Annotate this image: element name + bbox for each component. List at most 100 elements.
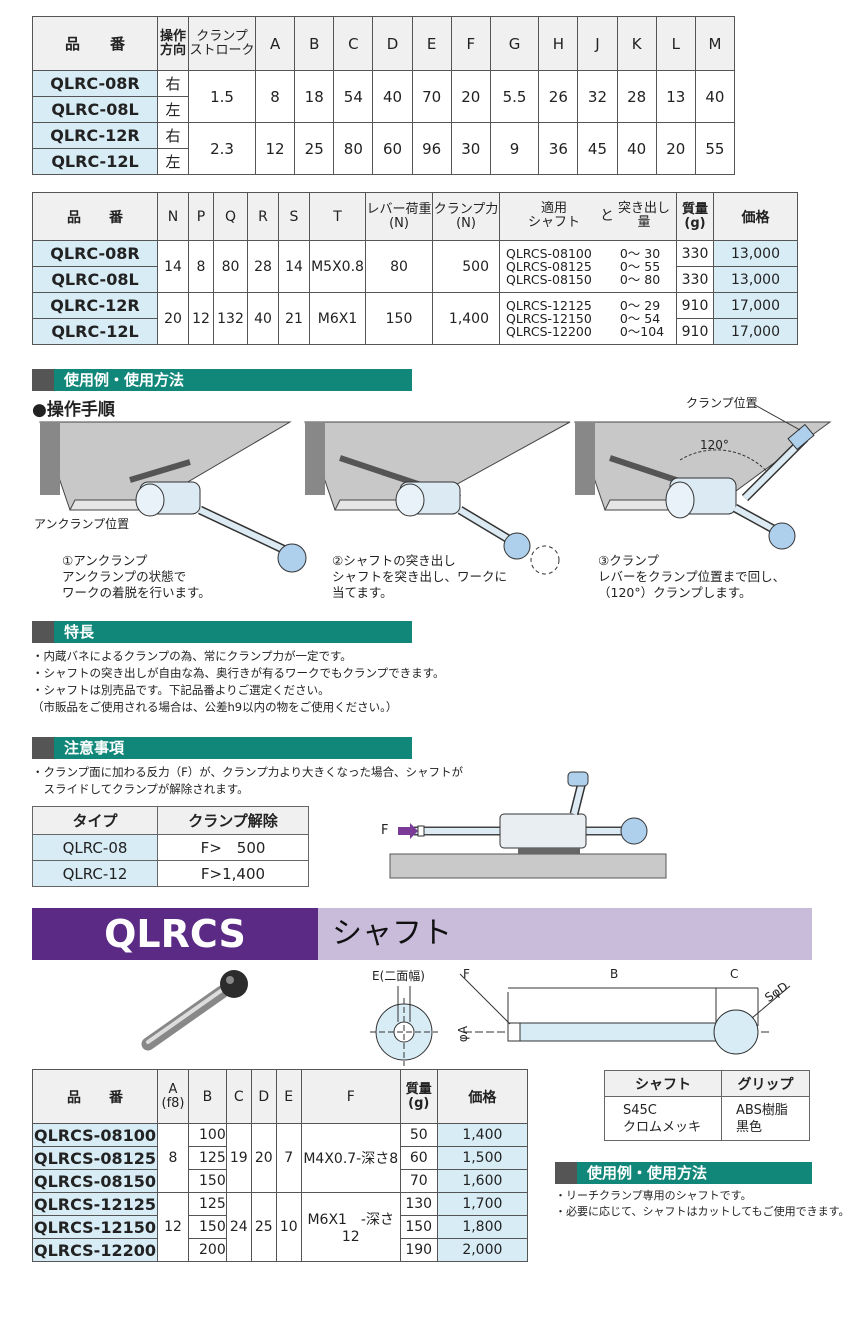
dim-k: 28 xyxy=(616,70,657,123)
col-header: J xyxy=(577,16,618,71)
col-header: B xyxy=(294,16,335,71)
col-header: C xyxy=(333,16,374,71)
dim-a: 12 xyxy=(157,1192,189,1262)
step-body: アンクランプの状態で ワークの着脱を行います。 xyxy=(62,569,211,600)
col-header: 質量 (g) xyxy=(676,192,714,241)
mass: 330 xyxy=(676,266,714,293)
usage2-line: ・必要に応じて、シャフトはカットしてもご使用できます。 xyxy=(555,1205,850,1218)
price: 1,400 xyxy=(436,1123,529,1147)
part-number: QLRC-12R xyxy=(32,122,158,149)
col-header-shaft: 適用 シャフト と 突き出し 量 xyxy=(499,192,677,241)
part-number: QLRC-08R xyxy=(32,240,158,267)
e-dim-label: E(二面幅) xyxy=(372,969,425,983)
col-header: タイプ xyxy=(32,806,158,835)
mass: 150 xyxy=(399,1215,438,1239)
dim-j: 45 xyxy=(577,122,618,175)
feature-line: ・シャフトの突き出しが自由な為、奥行きが有るワークでもクランプできます。 xyxy=(32,666,445,680)
dim-e: 7 xyxy=(275,1123,302,1193)
angle-label: 120° xyxy=(700,438,729,452)
dim-b: 100 xyxy=(188,1123,227,1147)
col-header: 品 番 xyxy=(32,1069,158,1124)
dim-e: 96 xyxy=(411,122,452,175)
stroke: 2.3 xyxy=(188,122,256,175)
type-cell: QLRC-08 xyxy=(32,834,158,861)
col-header: F xyxy=(300,1069,401,1124)
part-number: QLRCS-12125 xyxy=(32,1192,158,1216)
shaft-table: 品 番 A (f8) B C D E F 質量 (g) 価格 QLRCS-081… xyxy=(32,1069,529,1262)
price: 17,000 xyxy=(713,292,798,319)
dim-f: 30 xyxy=(450,122,491,175)
dim-h: 36 xyxy=(538,122,579,175)
dim-q: 132 xyxy=(213,292,248,345)
caution-illustration xyxy=(389,771,667,879)
direction: 左 xyxy=(157,148,189,175)
clamp-position-label: クランプ位置 xyxy=(686,396,758,410)
product-name-banner: シャフト xyxy=(318,908,812,960)
dimension-table-1: 品 番 操作 方向 クランプ ストローク A B C D E F G H J K… xyxy=(32,16,736,175)
direction: 右 xyxy=(157,122,189,149)
feature-line: ・内蔵バネによるクランプの為、常にクランプ力が一定です。 xyxy=(32,649,352,663)
dim-f: 20 xyxy=(450,70,491,123)
price: 13,000 xyxy=(713,240,798,267)
dim-c: 24 xyxy=(225,1192,252,1262)
mass: 60 xyxy=(399,1146,438,1170)
product-code-banner: QLRCS xyxy=(32,908,318,960)
release-cell: F> 500 xyxy=(157,834,309,861)
caution-line: スライドしてクランプが解除されます。 xyxy=(32,782,249,796)
col-header: H xyxy=(538,16,579,71)
dim-l: 13 xyxy=(655,70,696,123)
price: 1,500 xyxy=(436,1146,529,1170)
mass: 190 xyxy=(399,1238,438,1262)
step-title: ③クランプ xyxy=(598,553,659,568)
dim-t: M5X0.8 xyxy=(309,240,366,293)
dim-e: 10 xyxy=(275,1192,302,1262)
col-header: 品 番 xyxy=(32,16,158,71)
col-header: 操作 方向 xyxy=(157,16,189,71)
col-header: B xyxy=(188,1069,227,1124)
step-title: ①アンクランプ xyxy=(62,553,148,568)
dim-t: M6X1 xyxy=(309,292,366,345)
release-cell: F>1,400 xyxy=(157,860,309,887)
spec-table-2: 品 番 N P Q R S T レバー荷重 (N) クランプ力 (N) 適用 シ… xyxy=(32,192,798,345)
dim-a: 12 xyxy=(254,122,296,175)
col-header: D xyxy=(372,16,413,71)
part-number: QLRCS-12200 xyxy=(32,1238,158,1262)
dim-d: 60 xyxy=(372,122,413,175)
dim-n: 14 xyxy=(157,240,189,293)
price: 1,700 xyxy=(436,1192,529,1216)
col-header: T xyxy=(309,192,366,241)
dim-r: 40 xyxy=(247,292,279,345)
dim-f: M6X1 -深さ12 xyxy=(300,1192,401,1262)
price: 1,800 xyxy=(436,1215,529,1239)
col-header: Q xyxy=(213,192,248,241)
a-dim-label: φA xyxy=(456,1025,471,1043)
grip-material: ABS樹脂 黒色 xyxy=(721,1096,810,1141)
step2-illustration xyxy=(304,421,571,575)
step-body: シャフトを突き出し、ワークに 当てます。 xyxy=(332,569,508,600)
part-number: QLRC-08R xyxy=(32,70,158,97)
dim-l: 20 xyxy=(655,122,696,175)
mass: 50 xyxy=(399,1123,438,1147)
usage2-heading: 使用例・使用方法 xyxy=(555,1162,812,1184)
stroke: 1.5 xyxy=(188,70,256,123)
caution-heading: 注意事項 xyxy=(32,737,412,759)
mass: 910 xyxy=(676,292,714,319)
dim-m: 55 xyxy=(694,122,736,175)
col-header: レバー荷重 (N) xyxy=(365,192,433,241)
shaft-drawing xyxy=(370,973,791,1066)
dim-j: 32 xyxy=(577,70,618,123)
dim-m: 40 xyxy=(694,70,736,123)
f-dim-label: F xyxy=(463,967,470,981)
direction: 右 xyxy=(157,70,189,97)
dim-b: 125 xyxy=(188,1146,227,1170)
part-number: QLRCS-08125 xyxy=(32,1146,158,1170)
col-header: P xyxy=(188,192,214,241)
dim-b: 18 xyxy=(294,70,335,123)
usage2-text: ・リーチクランプ専用のシャフトです。 ・必要に応じて、シャフトはカットしてもご使… xyxy=(555,1188,849,1220)
lever-load: 150 xyxy=(365,292,433,345)
